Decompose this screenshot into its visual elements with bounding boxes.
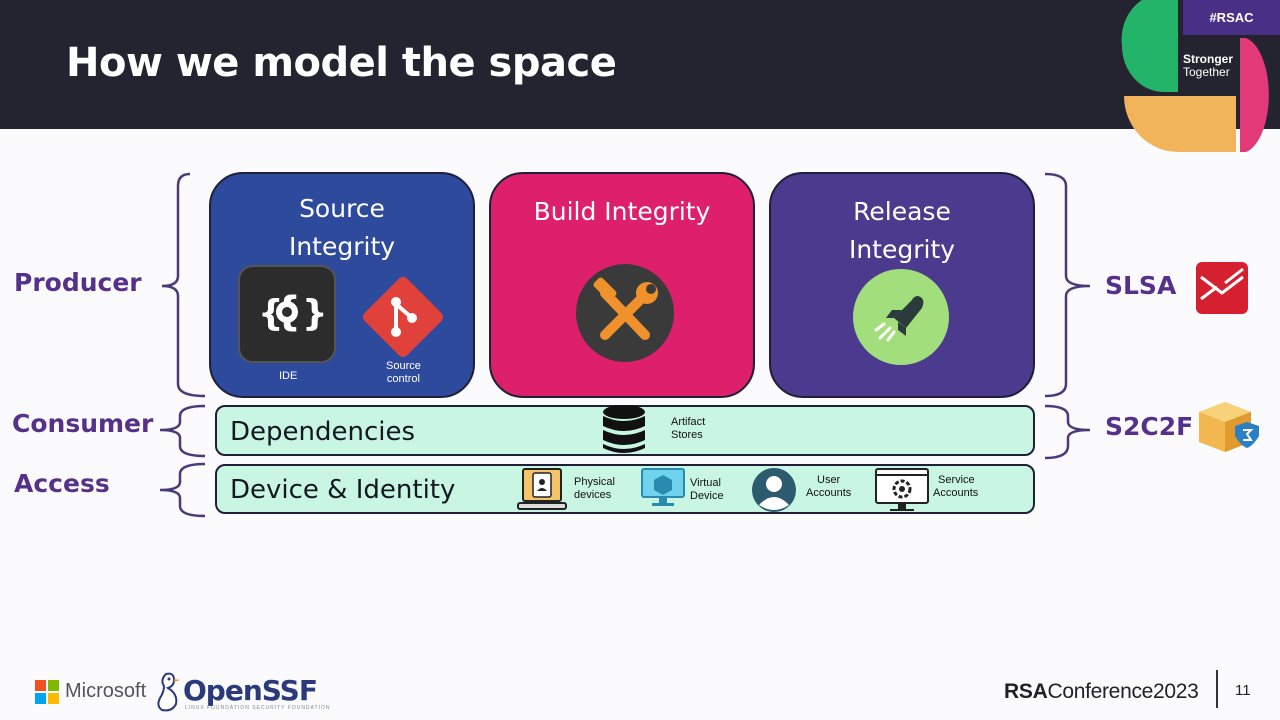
ide-icon: { { } (238, 265, 336, 363)
source-control-label: Source control (386, 360, 421, 386)
release-title-line2: Integrity (848, 235, 956, 264)
source-control-line1: Source (386, 360, 421, 372)
virtual-line2: Device (690, 490, 724, 502)
user-accounts-label: User Accounts (806, 474, 851, 500)
release-title-line1: Release (853, 197, 951, 226)
user-account-icon (752, 468, 796, 512)
layer-label-producer: Producer (14, 268, 142, 297)
artifact-stores-label: Artifact Stores (671, 416, 705, 442)
slsa-label: SLSA (1105, 271, 1177, 300)
footer-separator (1216, 670, 1218, 708)
service-line1: Service (938, 474, 975, 486)
openssf-goose-icon (157, 672, 180, 712)
git-source-control-icon (363, 277, 443, 357)
build-integrity-title: Build Integrity (533, 197, 711, 226)
ide-label: IDE (279, 370, 298, 382)
stronger-together-tagline: Stronger Together (1183, 53, 1233, 79)
physical-line1: Physical (574, 476, 615, 488)
rsa-conference-wordmark: RSAConference2023 (1004, 680, 1199, 704)
device-identity-label: Device & Identity (230, 475, 456, 505)
stronger-text: Stronger (1183, 52, 1234, 66)
virtual-line1: Virtual (690, 477, 721, 489)
source-title-line2: Integrity (288, 232, 396, 261)
right-bracket-consumer (1044, 404, 1091, 460)
microsoft-logo-icon (35, 680, 59, 704)
svg-text:{: { (258, 293, 284, 334)
slide-header (0, 0, 1280, 129)
page-number: 11 (1235, 682, 1251, 699)
virtual-device-label: Virtual Device (690, 477, 724, 503)
microsoft-wordmark: Microsoft (65, 680, 147, 702)
left-bracket-consumer (159, 404, 206, 458)
layer-label-consumer: Consumer (12, 409, 154, 438)
virtual-device-icon (641, 468, 685, 506)
right-bracket-producer (1044, 172, 1091, 398)
dependencies-label: Dependencies (230, 417, 416, 447)
svg-text:}: } (302, 293, 328, 334)
rocket-icon (853, 269, 949, 365)
layer-label-access: Access (14, 469, 110, 498)
rsa-text: RSA (1004, 680, 1048, 703)
rsac-hashtag-badge: #RSAC (1183, 0, 1280, 35)
rsac-corner-art (1121, 0, 1269, 152)
physical-device-icon (517, 468, 567, 510)
tools-icon (576, 264, 674, 362)
left-bracket-access (159, 462, 206, 518)
release-integrity-title: Release Integrity (771, 193, 1033, 269)
slide-title: How we model the space (66, 40, 617, 86)
physical-devices-label: Physical devices (574, 476, 615, 502)
service-account-icon (875, 468, 929, 511)
s2c2f-label: S2C2F (1105, 412, 1194, 441)
source-integrity-title: Source Integrity (211, 190, 473, 266)
conference-text: Conference (1047, 680, 1154, 703)
database-icon (603, 405, 645, 453)
together-text: Together (1183, 65, 1230, 79)
conference-year: 2023 (1153, 680, 1199, 703)
service-accounts-label: Service Accounts (933, 474, 978, 500)
openssf-wordmark: OpenSSF (183, 674, 318, 707)
artifact-line1: Artifact (671, 416, 706, 428)
user-line1: User (817, 474, 841, 486)
s2c2f-package-icon (1199, 402, 1259, 452)
slsa-logo-icon (1196, 262, 1248, 314)
source-control-line2: control (386, 373, 420, 385)
artifact-line2: Stores (671, 429, 703, 441)
openssf-tagline: LINUX FOUNDATION SECURITY FOUNDATION (185, 705, 331, 711)
source-title-line1: Source (299, 194, 385, 223)
service-line2: Accounts (933, 487, 979, 499)
physical-line2: devices (574, 489, 612, 501)
user-line2: Accounts (806, 487, 852, 499)
left-bracket-producer (161, 172, 206, 398)
